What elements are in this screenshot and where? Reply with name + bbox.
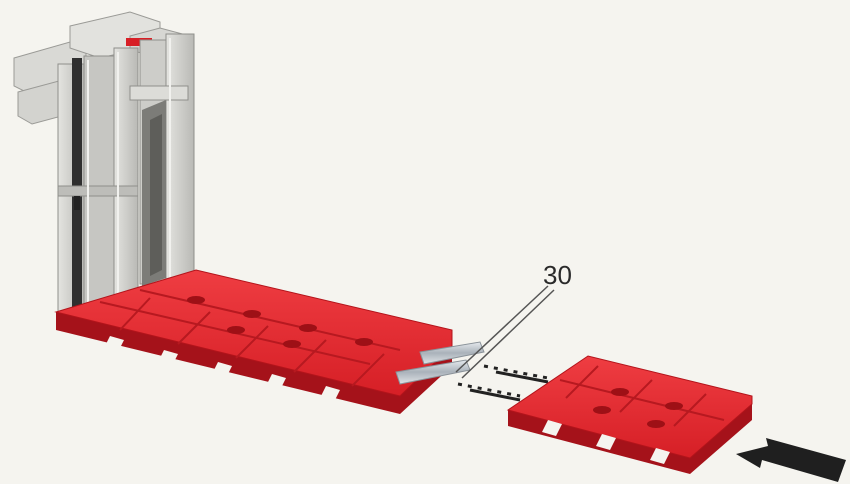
part-number-label: 30 [543, 262, 572, 288]
red-base-plate-short [508, 356, 752, 474]
part-label-leader [456, 286, 554, 378]
grey-upright-frame [14, 12, 194, 314]
push-direction-arrow-icon [736, 438, 846, 482]
